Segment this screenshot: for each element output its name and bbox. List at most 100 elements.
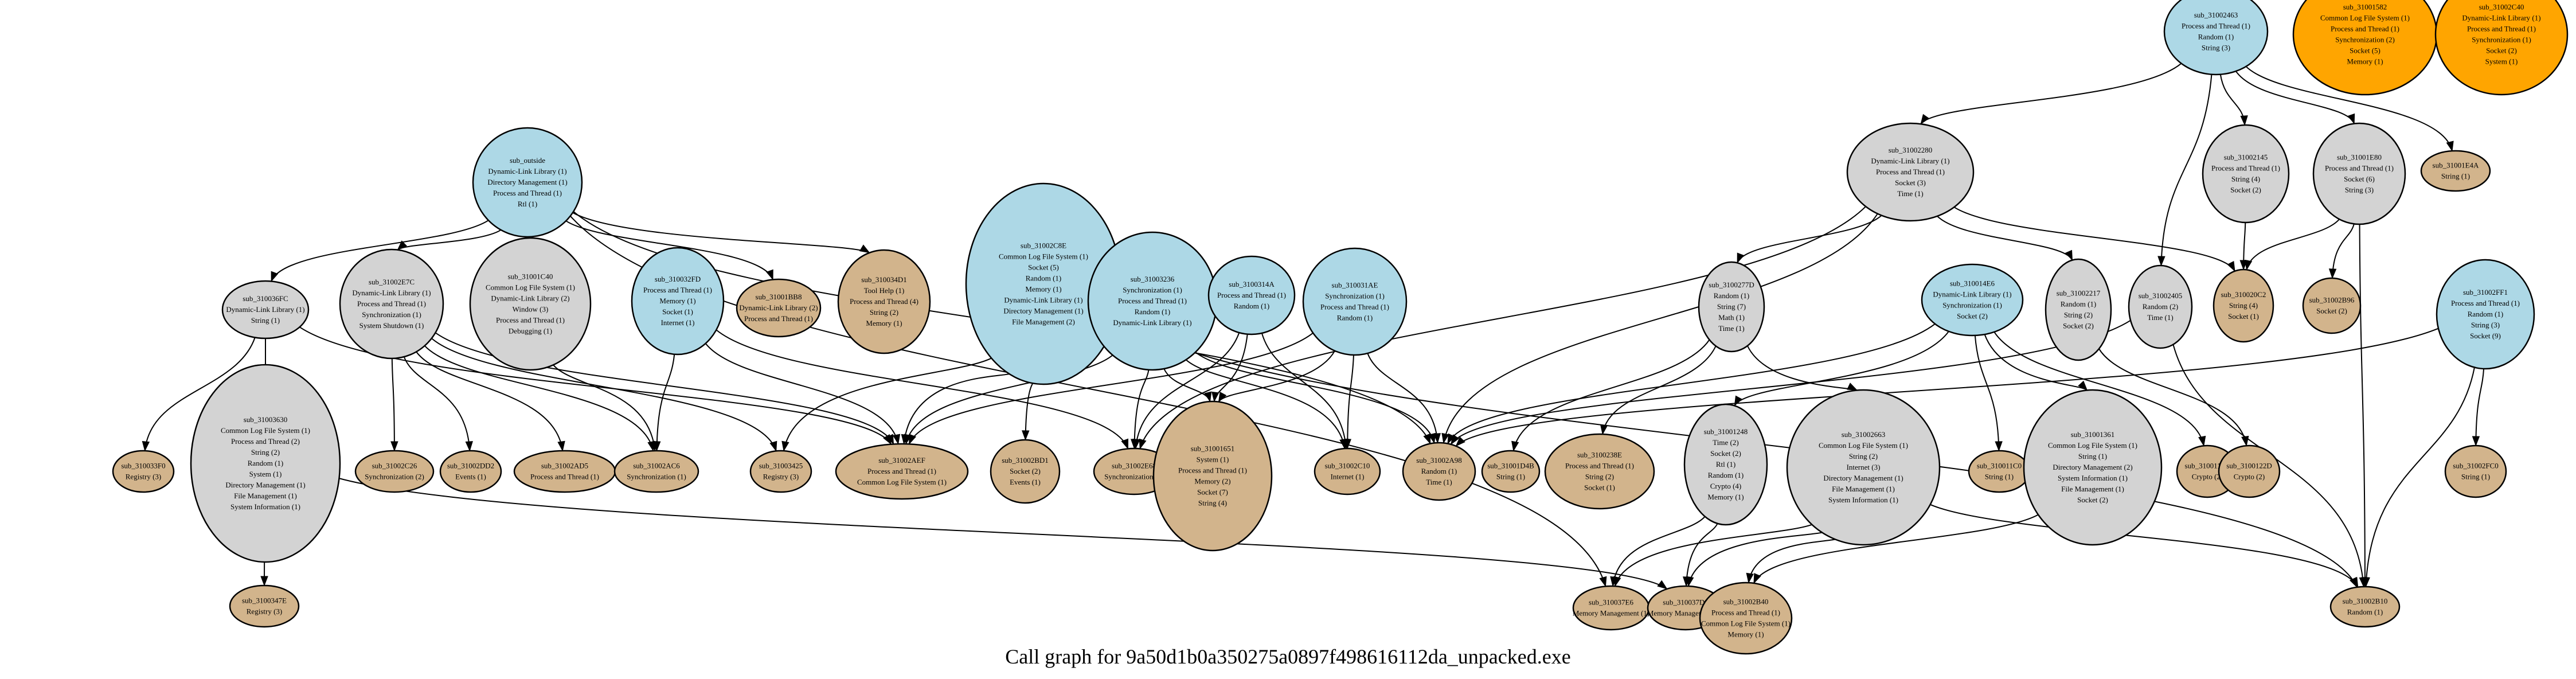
node-ellipse[interactable] [112, 450, 175, 493]
node-ellipse[interactable] [835, 443, 969, 500]
node-api-category: Internet (1) [1331, 473, 1365, 481]
node-ellipse[interactable] [1544, 433, 1655, 510]
call-edge [1455, 327, 2439, 447]
node-ellipse[interactable] [1921, 263, 2024, 337]
node-ellipse[interactable] [736, 278, 822, 338]
node-ellipse[interactable] [1699, 582, 1793, 655]
node-ellipse[interactable] [1302, 247, 1408, 356]
node-ellipse[interactable] [631, 247, 725, 356]
node-ellipse[interactable] [613, 450, 699, 493]
node-ellipse[interactable] [513, 450, 616, 493]
node-ellipse[interactable] [2420, 150, 2491, 192]
node-ellipse[interactable] [2444, 444, 2507, 498]
node-api-category: Process and Thread (1) [2467, 25, 2536, 33]
node-ellipse[interactable] [2202, 124, 2290, 224]
node-ellipse[interactable] [439, 450, 502, 493]
node-ellipse[interactable] [229, 584, 300, 628]
node-ellipse[interactable] [2302, 277, 2362, 334]
arrowhead-icon [2240, 115, 2248, 126]
node-ellipse[interactable] [990, 439, 1061, 504]
node-ellipse[interactable] [837, 249, 931, 354]
node-ellipse[interactable] [2434, 0, 2569, 96]
node-ellipse[interactable] [472, 127, 583, 238]
node-ellipse[interactable] [1481, 450, 1541, 493]
node-ellipse[interactable] [190, 364, 341, 563]
node-ellipse[interactable] [339, 248, 444, 360]
node-ellipse[interactable] [2023, 389, 2163, 546]
node-ellipse[interactable] [2329, 586, 2401, 628]
node-ellipse[interactable] [2312, 122, 2406, 225]
node-ellipse[interactable] [1846, 122, 1975, 222]
node-ellipse[interactable] [1786, 389, 1941, 546]
node-name: sub_31002280 [1889, 146, 1933, 154]
node-ellipse[interactable] [1402, 442, 1476, 501]
node-ellipse[interactable] [2045, 258, 2112, 361]
node-ellipse[interactable] [1683, 403, 1768, 526]
node-ellipse[interactable] [749, 450, 812, 493]
node-ellipse[interactable] [2163, 0, 2269, 76]
node-ellipse[interactable] [221, 280, 310, 340]
node-ellipse[interactable] [2218, 444, 2281, 498]
node-ellipse[interactable] [2213, 268, 2274, 343]
node-ellipse[interactable] [2128, 264, 2193, 349]
node-ellipse[interactable] [1572, 585, 1650, 631]
node-ellipse[interactable] [1698, 261, 1765, 353]
node-ellipse[interactable] [1314, 447, 1381, 495]
node-ellipse[interactable] [1207, 255, 1296, 335]
node-ellipse[interactable] [2436, 259, 2535, 370]
node-ellipse[interactable] [1152, 400, 1273, 552]
node-ellipse[interactable] [1968, 450, 2031, 493]
node-ellipse[interactable] [469, 237, 592, 371]
node-ellipse[interactable] [354, 450, 435, 493]
